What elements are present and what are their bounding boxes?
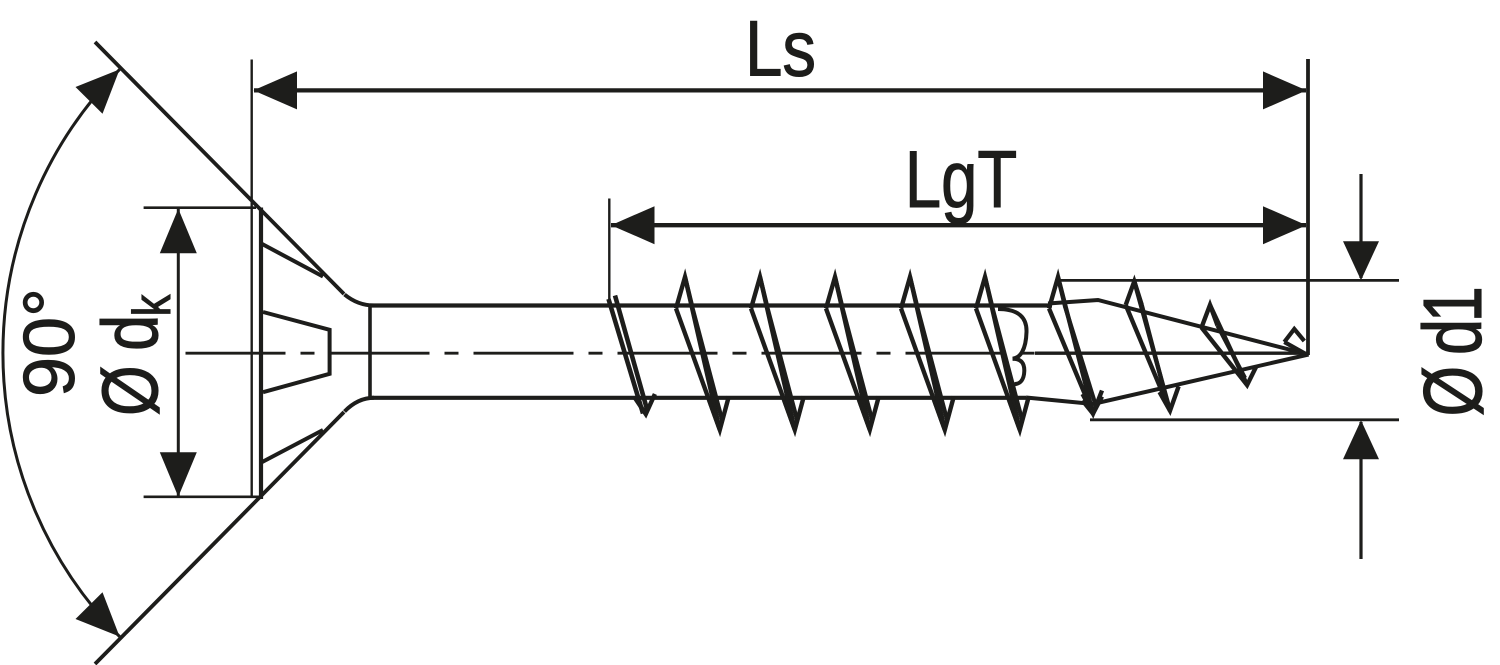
- svg-text:Ø d1: Ø d1: [1407, 289, 1499, 416]
- svg-text:LgT: LgT: [905, 134, 1017, 224]
- svg-text:90°: 90°: [10, 288, 90, 397]
- svg-text:Ls: Ls: [745, 3, 816, 92]
